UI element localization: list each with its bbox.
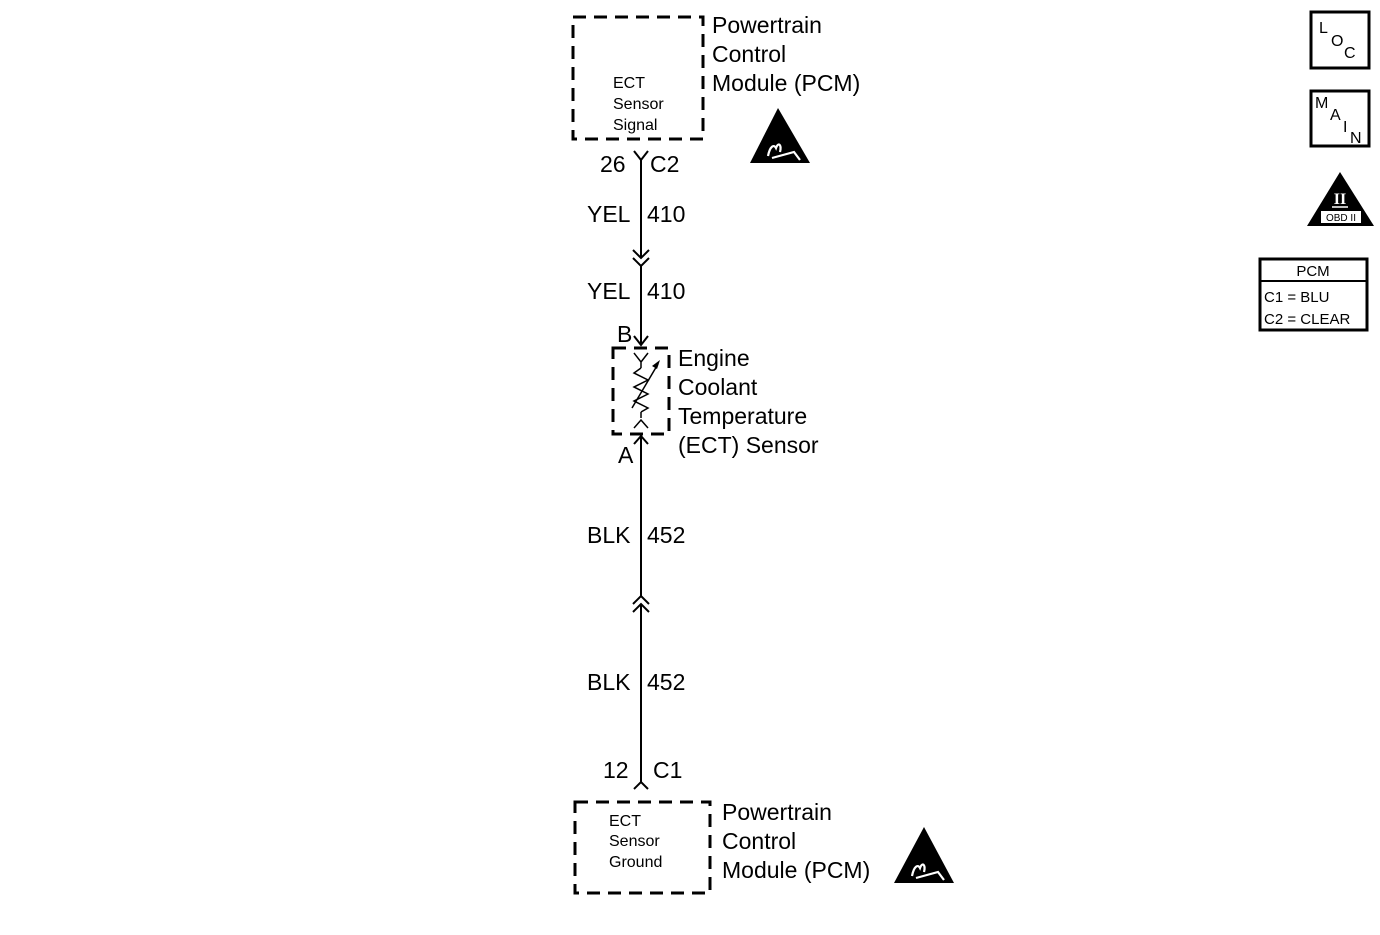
pcm-top-module: ECT Sensor Signal Powertrain Control Mod… xyxy=(571,12,860,141)
ground-wire: BLK 452 BLK 452 12 C1 xyxy=(587,434,685,790)
main-icon[interactable]: M A I N xyxy=(1309,89,1371,148)
signal-wire-upper-circuit: 410 xyxy=(647,201,685,227)
svg-text:L: L xyxy=(1319,20,1328,37)
sensor-title-line-3: Temperature xyxy=(678,403,807,429)
signal-wire-upper-color: YEL xyxy=(587,201,631,227)
pcm-top-title-line-1: Powertrain xyxy=(712,12,822,38)
pcm-top-title-line-3: Module (PCM) xyxy=(712,70,860,96)
loc-icon[interactable]: L O C xyxy=(1309,10,1371,70)
pcm-top-box xyxy=(571,15,705,141)
pcm-bottom-connector: C1 xyxy=(653,757,682,783)
signal-wire-lower-color: YEL xyxy=(587,278,631,304)
ground-wire-upper-circuit: 452 xyxy=(647,522,685,548)
pcm-top-inner-line-1: ECT xyxy=(613,75,645,92)
pcm-top-title-line-2: Control xyxy=(712,41,786,67)
signal-wire: 26 C2 YEL 410 YEL 410 xyxy=(587,150,685,347)
sensor-title-line-2: Coolant xyxy=(678,374,758,400)
pcm-top-inner-line-2: Sensor xyxy=(613,96,664,113)
pcm-top-pin: 26 xyxy=(600,151,626,177)
pcm-bottom-module: ECT Sensor Ground Powertrain Control Mod… xyxy=(573,799,870,895)
sensor-terminal-a xyxy=(633,412,649,429)
pcm-connector-legend: PCM C1 = BLU C2 = CLEAR xyxy=(1258,257,1369,332)
sensor-pin-bottom: A xyxy=(618,442,634,468)
signal-wire-lower-circuit: 410 xyxy=(647,278,685,304)
pcm-top-pin-terminal xyxy=(633,150,649,162)
pcm-bottom-pin: 12 xyxy=(603,757,629,783)
sensor-terminal-b xyxy=(633,352,649,368)
sensor-title-line-1: Engine xyxy=(678,345,750,371)
thermistor-symbol xyxy=(632,367,650,413)
sensor-title-line-4: (ECT) Sensor xyxy=(678,432,819,458)
obd-numeral: II xyxy=(1334,191,1346,208)
svg-text:C: C xyxy=(1344,45,1356,62)
ground-wire-lower-circuit: 452 xyxy=(647,669,685,695)
ground-wire-upper-color: BLK xyxy=(587,522,631,548)
pcm-bottom-title-line-2: Control xyxy=(722,828,796,854)
svg-text:N: N xyxy=(1350,130,1362,147)
pcm-bottom-inner-line-2: Sensor xyxy=(609,833,660,850)
obd-label: OBD II xyxy=(1326,213,1356,224)
legend-row-c2: C2 = CLEAR xyxy=(1264,311,1350,328)
esd-warning-icon xyxy=(750,108,810,163)
pcm-top-inner-line-3: Signal xyxy=(613,117,657,134)
sensor-box xyxy=(611,346,671,436)
ect-sensor: B A Engine Coolant Temperature (ECT) Sen… xyxy=(611,321,819,468)
pcm-bottom-box xyxy=(573,800,712,895)
sensor-pin-top: B xyxy=(617,321,632,347)
esd-warning-icon xyxy=(894,827,954,883)
pcm-bottom-title-line-1: Powertrain xyxy=(722,799,832,825)
pcm-top-connector: C2 xyxy=(650,151,679,177)
ground-wire-lower-color: BLK xyxy=(587,669,631,695)
pcm-bottom-title-line-3: Module (PCM) xyxy=(722,857,870,883)
pcm-bottom-inner-line-3: Ground xyxy=(609,854,662,871)
svg-text:A: A xyxy=(1330,107,1341,124)
legend-header: PCM xyxy=(1296,263,1329,280)
legend-row-c1: C1 = BLU xyxy=(1264,289,1329,306)
svg-text:O: O xyxy=(1331,33,1343,50)
svg-text:I: I xyxy=(1343,119,1347,136)
svg-text:M: M xyxy=(1315,95,1328,112)
obd-ii-icon[interactable]: II OBD II xyxy=(1307,172,1374,226)
pcm-bottom-inner-line-1: ECT xyxy=(609,813,641,830)
pcm-bottom-pin-terminal xyxy=(633,780,649,790)
